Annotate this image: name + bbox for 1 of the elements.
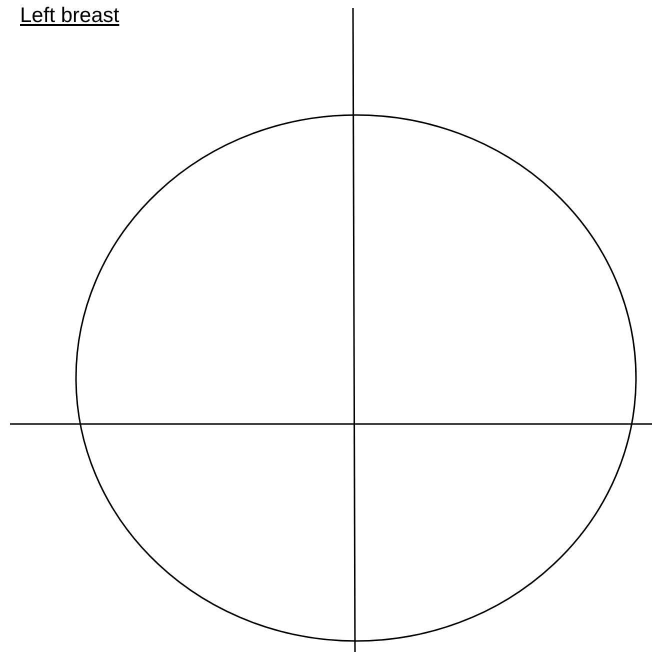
title: Left breast [20,4,120,28]
